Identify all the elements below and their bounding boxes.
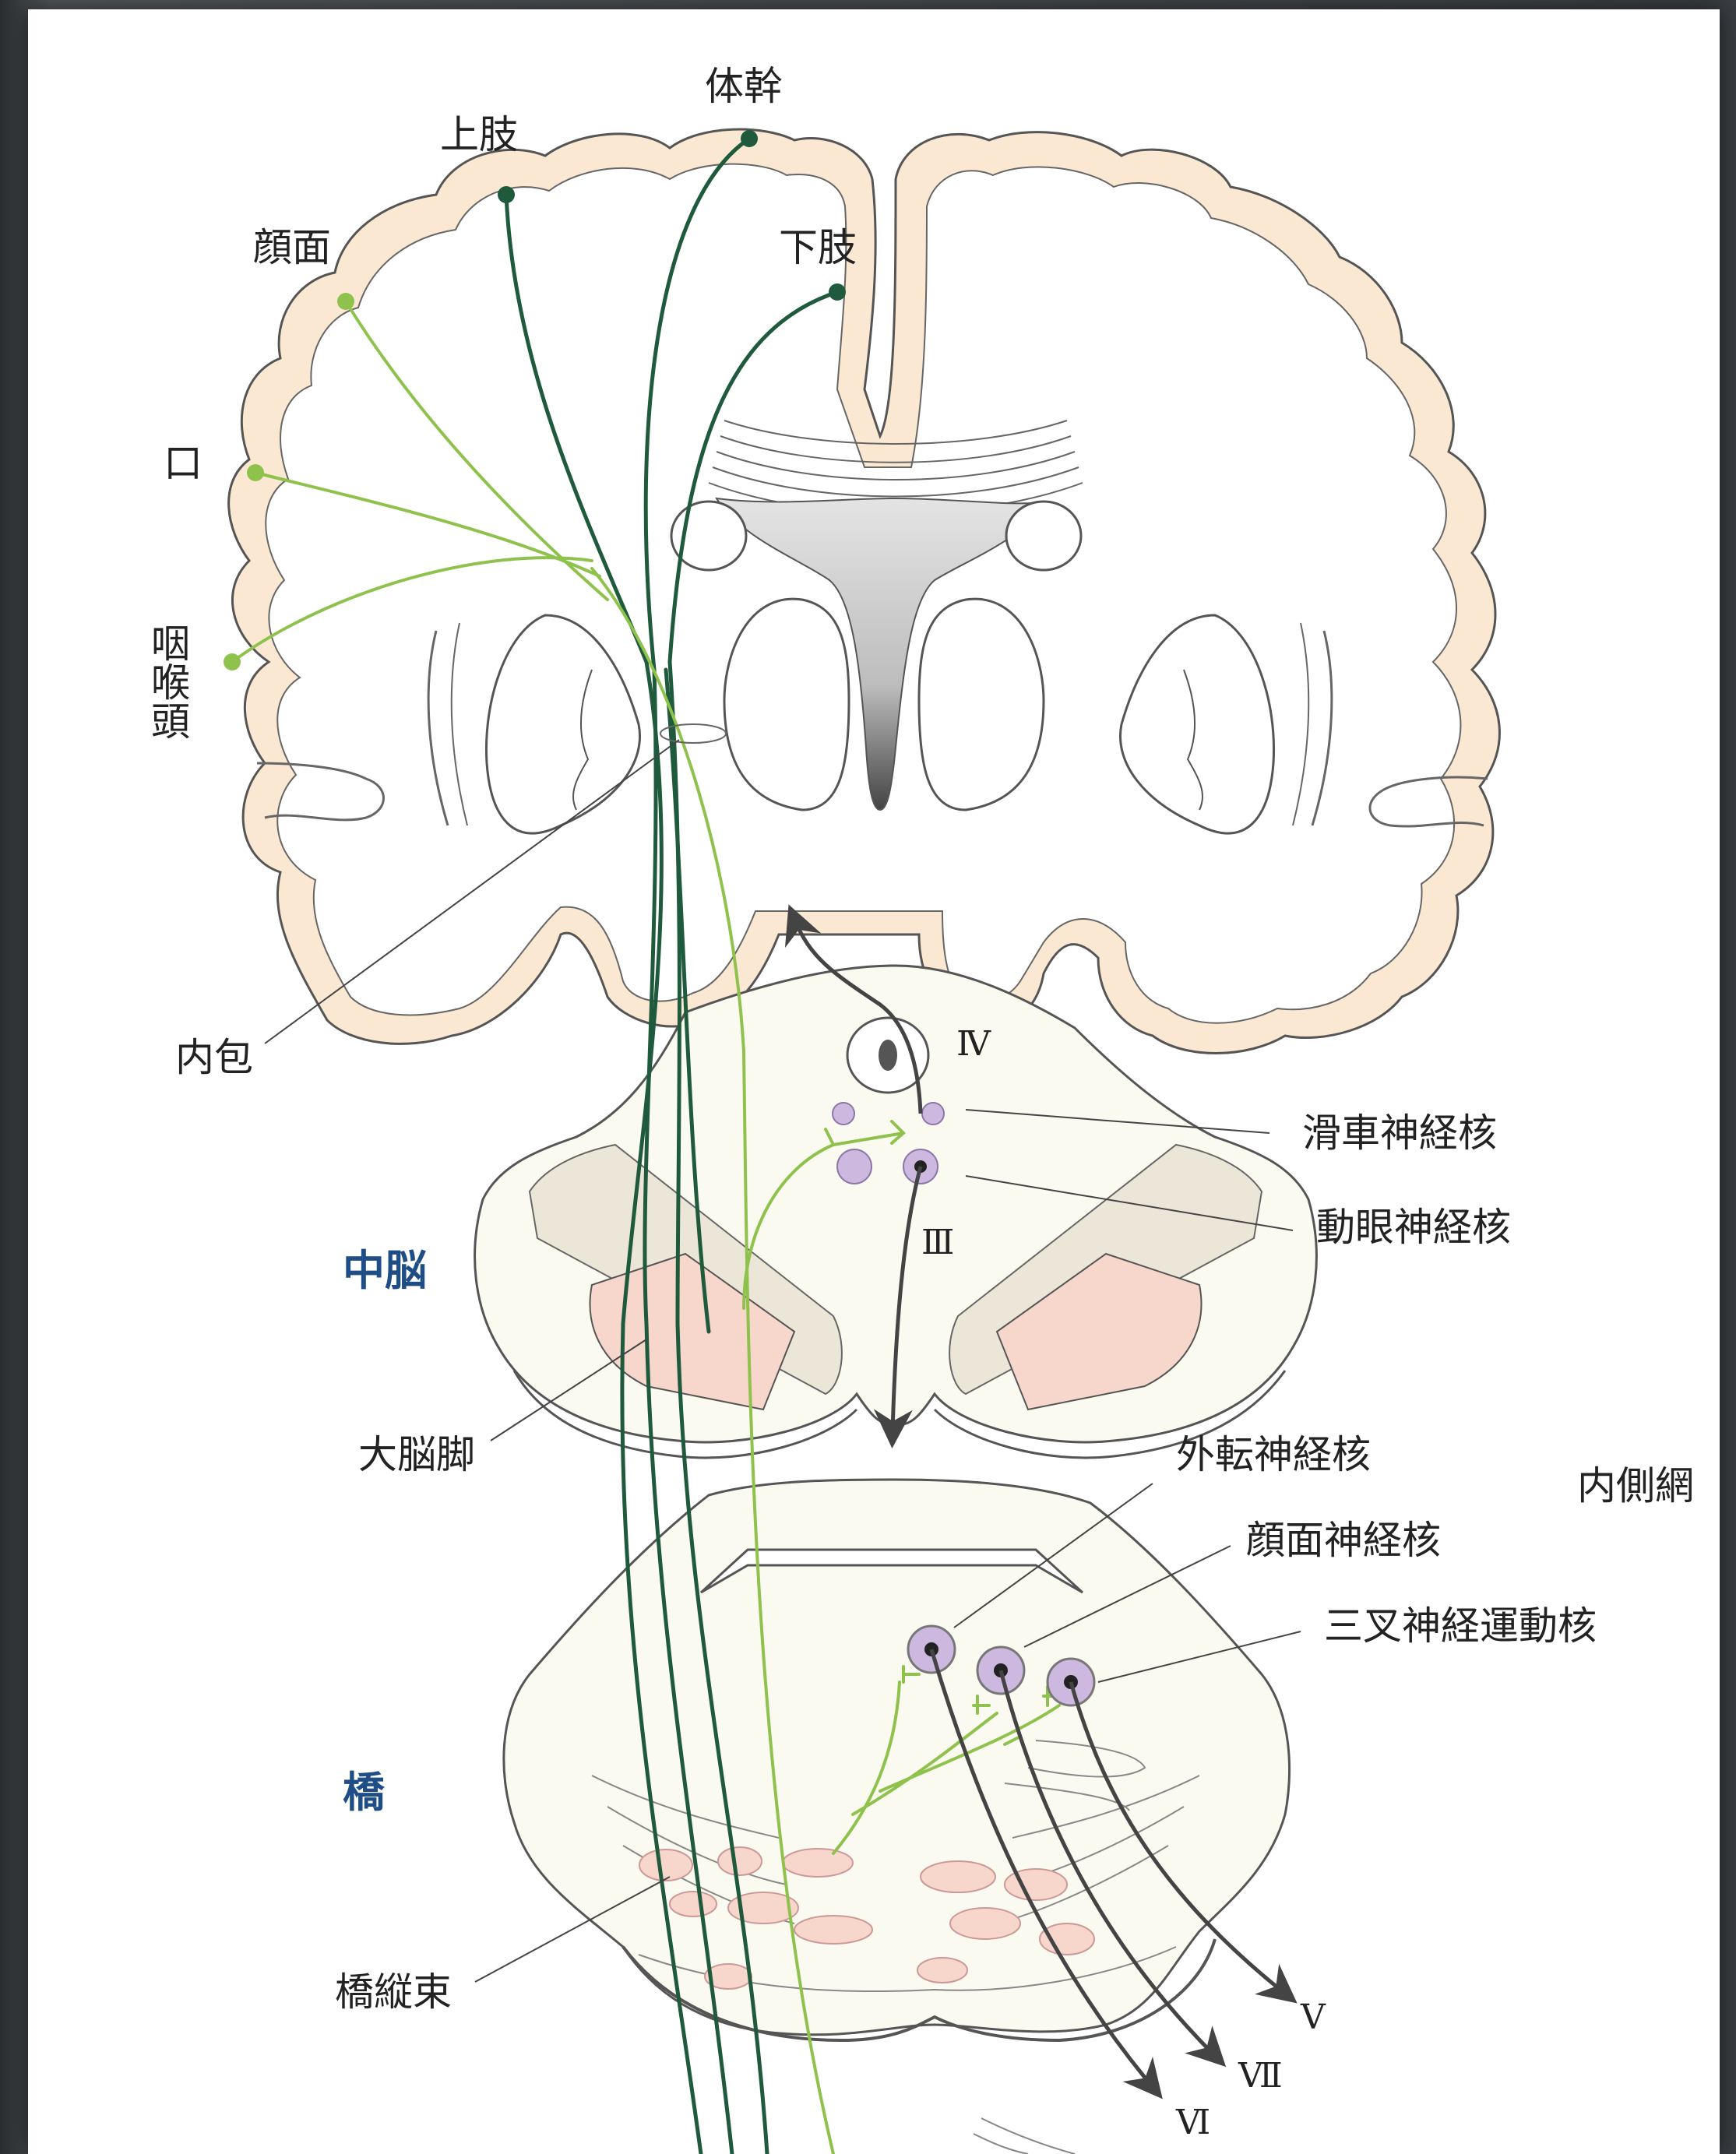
label-cerebral-peduncle: 大脳脚 [358,1432,475,1477]
label-midbrain: 中脳 [343,1246,427,1295]
label-trigeminal-motor-nucleus: 三叉神経運動核 [1324,1603,1597,1649]
label-abducens-nucleus: 外転神経核 [1176,1432,1371,1477]
lower-limb-dot [829,283,846,301]
label-upper-limb: 上肢 [440,112,518,157]
label-pharynx-larynx: 咽喉頭 [145,623,190,740]
small-nucleus-left [833,1103,854,1125]
right-caudate-head [1006,502,1081,570]
mouth-dot [247,464,264,481]
label-face: 顔面 [253,225,331,270]
trunk-dot [741,130,758,147]
label-nerve-III: Ⅲ [921,1223,954,1262]
cerebrum [229,129,1500,1053]
face-dot [337,293,354,310]
label-lower-limb: 下肢 [779,225,857,270]
label-trunk: 体幹 [705,64,783,109]
label-nerve-VII: Ⅶ [1238,2056,1283,2096]
corticobulbar-tract-diagram: 体幹 上肢 顔面 下肢 口 咽喉頭 内包 Ⅳ 滑車神経核 動眼神経核 Ⅲ 中脳 … [28,9,1720,2154]
oculomotor-left-dot [837,1149,872,1184]
label-mouth: 口 [164,441,202,486]
label-nerve-VI: Ⅵ [1175,2103,1210,2142]
label-pons: 橋 [343,1768,386,1817]
figure-page: 体幹 上肢 顔面 下肢 口 咽喉頭 内包 Ⅳ 滑車神経核 動眼神経核 Ⅲ 中脳 … [28,9,1720,2154]
label-pontine-longitudinal-fasciculus: 橋縦束 [335,1969,452,2015]
label-oculomotor-nucleus: 動眼神経核 [1316,1205,1511,1250]
pharynx-dot [224,653,241,670]
label-nerve-V: Ⅴ [1300,1997,1326,2037]
label-nerve-IV: Ⅳ [956,1024,991,1064]
label-trochlear-nucleus: 滑車神経核 [1302,1110,1497,1156]
label-medial-reticular: 内側網 [1577,1463,1694,1508]
cerebral-aqueduct [879,1040,897,1071]
pons [504,1480,1290,2154]
label-facial-nucleus: 顔面神経核 [1246,1518,1441,1563]
label-internal-capsule: 内包 [175,1035,253,1080]
medulla-fragment [974,2118,1075,2154]
upper-limb-dot [498,186,515,203]
trochlear-nucleus-dot [922,1103,944,1125]
